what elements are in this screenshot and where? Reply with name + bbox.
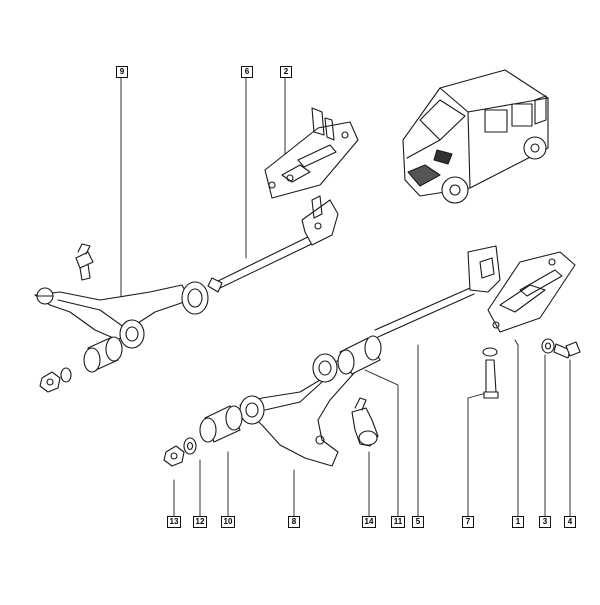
callout-6: 6 (241, 66, 253, 78)
bolt-4 (553, 341, 581, 359)
tie-rod-5 (374, 245, 501, 338)
washer-12 (183, 437, 197, 455)
washer-3 (541, 338, 555, 354)
mounting-bracket-upper (264, 107, 359, 199)
callout-9: 9 (116, 66, 128, 78)
callout-4: 4 (564, 516, 576, 528)
leader-lines (120, 77, 571, 517)
ball-joint-14 (351, 397, 379, 447)
ball-joint-stud (75, 243, 94, 281)
tie-rod-6 (207, 195, 339, 293)
van-illustration (402, 69, 549, 204)
callout-13: 13 (167, 516, 181, 528)
mounting-bracket-1 (487, 251, 576, 333)
callout-12: 12 (193, 516, 207, 528)
callout-8: 8 (288, 516, 300, 528)
bolt-7 (482, 347, 499, 399)
nut-left (39, 367, 72, 393)
callout-2: 2 (280, 66, 292, 78)
bushing-left (83, 336, 123, 373)
callout-11: 11 (391, 516, 405, 528)
callout-5: 5 (412, 516, 424, 528)
callout-14: 14 (362, 516, 376, 528)
bushing-10 (199, 405, 243, 443)
callout-10: 10 (221, 516, 235, 528)
nut-13 (163, 445, 185, 467)
wishbone-arm-8 (239, 353, 356, 467)
callout-1: 1 (512, 516, 524, 528)
callout-7: 7 (462, 516, 474, 528)
bushing-11 (337, 335, 382, 375)
wishbone-arm-9 (34, 281, 209, 349)
callout-3: 3 (539, 516, 551, 528)
